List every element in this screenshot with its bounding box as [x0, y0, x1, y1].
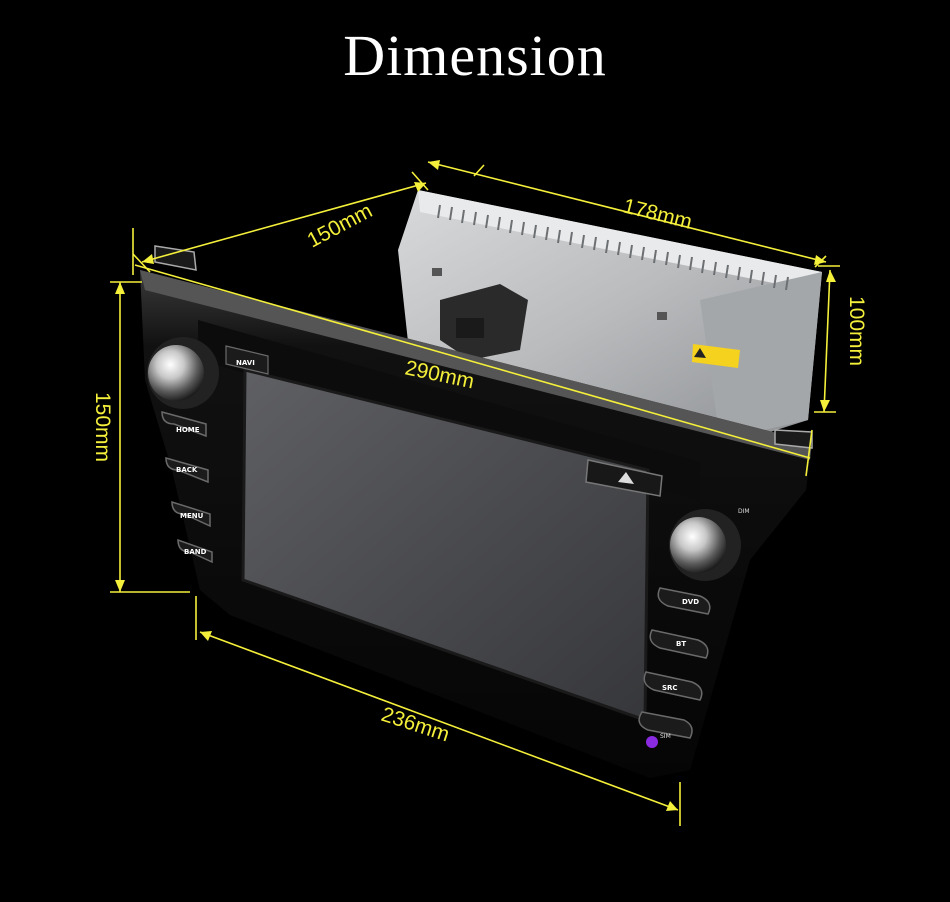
dvd-button[interactable]: DVD — [657, 587, 711, 615]
band-button[interactable]: BAND — [177, 538, 213, 564]
front-width-dimension-line — [134, 264, 811, 459]
menu-button-label: MENU — [180, 512, 204, 520]
home-button-label: HOME — [176, 426, 200, 434]
depth-dimension-line — [141, 182, 427, 263]
front-height-label: 150mm — [91, 392, 114, 462]
bottom-width-dimension-line — [199, 631, 679, 811]
sim-slot[interactable]: SIM — [638, 711, 693, 740]
band-button-label: BAND — [184, 548, 207, 556]
navi-button[interactable]: NAVI — [225, 345, 269, 375]
eject-button[interactable] — [585, 459, 663, 497]
dim-label: DIM — [738, 508, 750, 515]
volume-knob[interactable] — [147, 337, 219, 409]
dvd-button-label: DVD — [682, 598, 699, 606]
page-title: Dimension — [343, 23, 607, 88]
bt-button-label: BT — [676, 640, 686, 648]
chassis-height-label: 100mm — [845, 296, 868, 366]
bottom-width-label: 236mm — [378, 703, 452, 747]
chassis-width-label: 178mm — [621, 195, 695, 234]
home-button[interactable]: HOME — [161, 411, 207, 438]
back-button-label: BACK — [176, 466, 198, 474]
menu-button[interactable]: MENU — [171, 500, 211, 528]
sim-label: SIM — [660, 733, 671, 740]
chassis-height-dimension-line — [823, 269, 831, 413]
chassis-width-dimension-line — [427, 161, 827, 263]
tuning-knob[interactable] — [669, 509, 741, 581]
src-button[interactable]: SRC — [643, 671, 703, 701]
bt-button[interactable]: BT — [649, 629, 709, 659]
back-button[interactable]: BACK — [165, 457, 209, 484]
mic-indicator — [646, 736, 658, 748]
eject-icon — [618, 472, 634, 484]
navi-button-label: NAVI — [236, 359, 255, 367]
src-button-label: SRC — [662, 684, 678, 692]
